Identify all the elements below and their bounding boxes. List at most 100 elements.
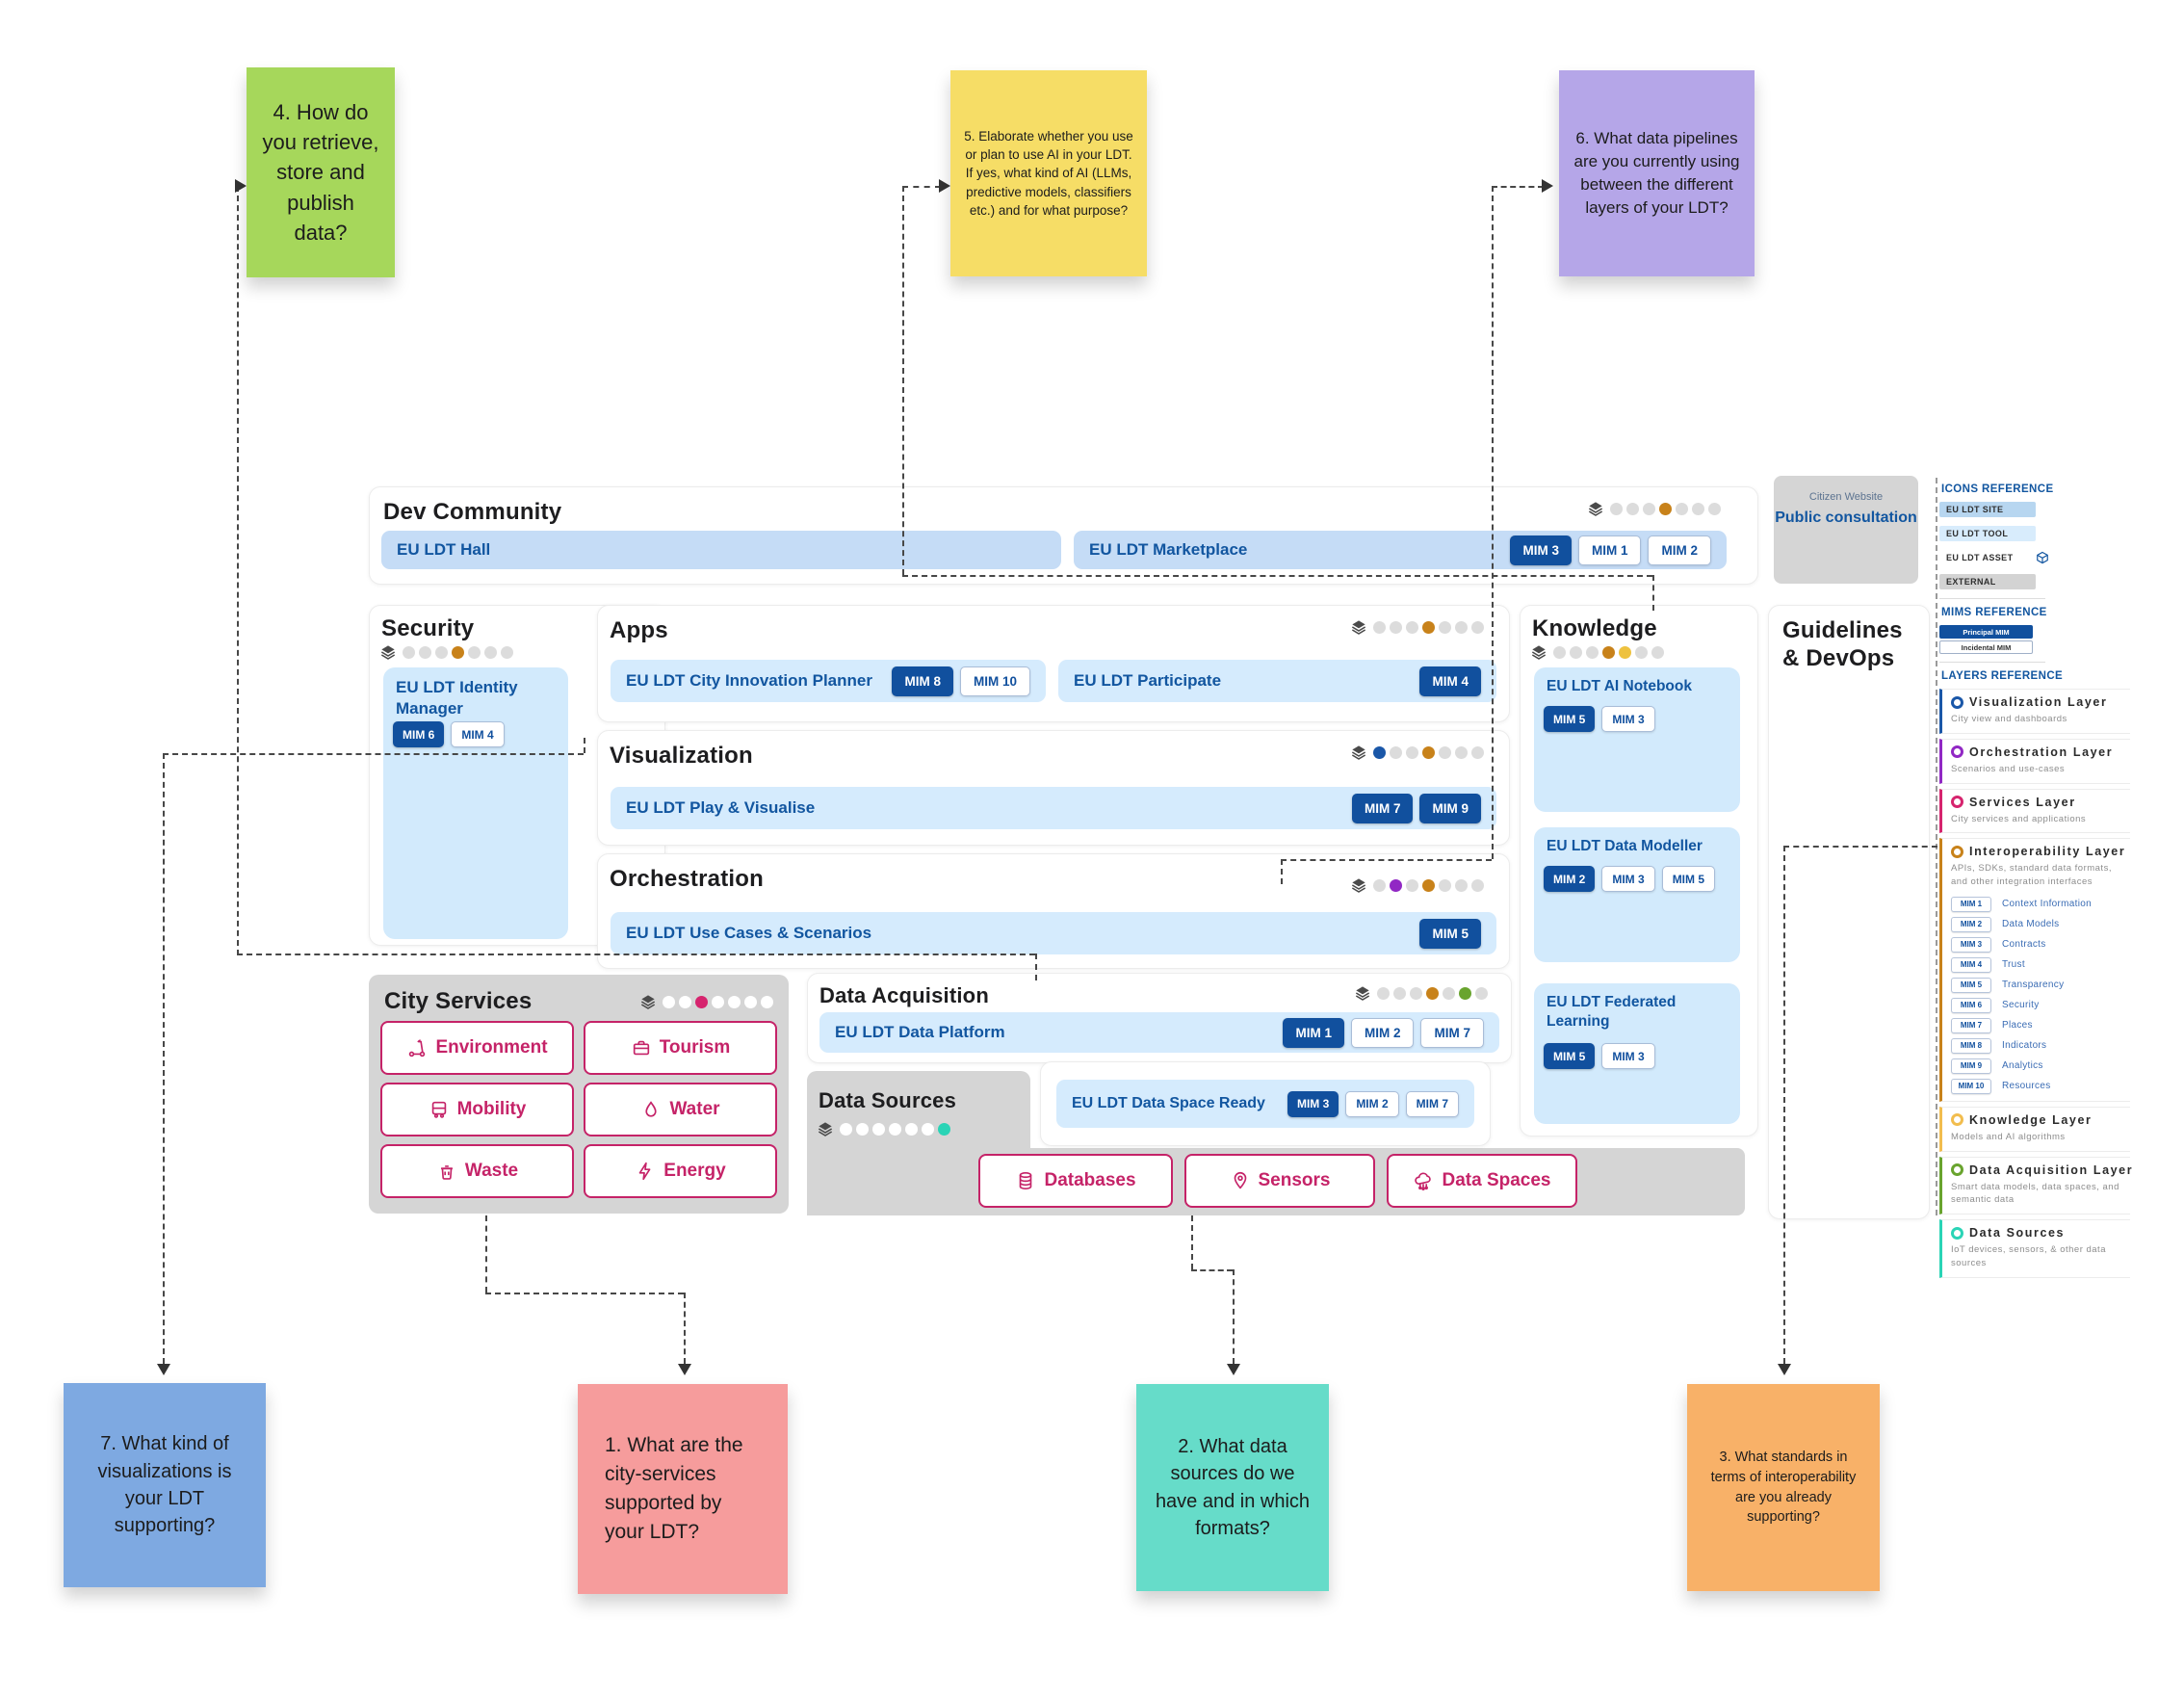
bar-label: EU LDT Participate <box>1074 671 1222 690</box>
sticky-note-7[interactable]: 7. What kind of visualizations is your L… <box>64 1383 266 1587</box>
layer-dot <box>1570 645 1582 659</box>
mim-badge[interactable]: MIM 3 <box>1601 1043 1655 1069</box>
layer-dot <box>403 645 415 659</box>
layer-desc: Models and AI algorithms <box>1951 1131 2066 1142</box>
city-services-card: City Services Environment Tourism Mobili… <box>369 975 789 1214</box>
mim-badge[interactable]: MIM 8 <box>892 666 953 696</box>
mim-badge[interactable]: MIM 7 <box>1351 793 1414 823</box>
layer-dot <box>468 645 481 659</box>
eu-ldt-hall-bar[interactable]: EU LDT Hall <box>381 531 1061 569</box>
mim-badge[interactable]: MIM 7 <box>1405 1090 1459 1117</box>
waste-button[interactable]: Waste <box>380 1144 574 1198</box>
droplet-icon <box>645 1101 658 1117</box>
sticky-note-3[interactable]: 3. What standards in terms of interopera… <box>1687 1384 1880 1591</box>
layer-dot <box>1439 878 1451 892</box>
mim-badge[interactable]: MIM 4 <box>1419 666 1481 696</box>
connector-note4-v <box>237 186 239 955</box>
mim-badge[interactable]: MIM 5 <box>1419 918 1481 949</box>
energy-button[interactable]: Energy <box>584 1144 777 1198</box>
knowledge-title: Knowledge <box>1532 615 1657 641</box>
mobility-button[interactable]: Mobility <box>380 1083 574 1136</box>
layer-dot <box>1373 745 1386 759</box>
public-consultation-box[interactable]: Citizen Website Public consultation <box>1774 476 1918 584</box>
mim-badge[interactable]: MIM 2 <box>1345 1090 1399 1117</box>
mim-badge[interactable]: MIM 7 <box>1420 1017 1484 1048</box>
mim-badge[interactable]: MIM 10 <box>959 666 1030 696</box>
mim-badge[interactable]: MIM 9 <box>1419 793 1481 823</box>
mim-reference-row: MIM 7 Places <box>1951 1017 2126 1033</box>
layer-dot <box>840 1122 852 1136</box>
sensors-button[interactable]: Sensors <box>1184 1154 1375 1208</box>
layer-dot <box>679 995 691 1008</box>
mim-badge[interactable]: MIM 5 <box>1544 706 1596 732</box>
mim-badge[interactable]: MIM 2 <box>1648 535 1711 565</box>
sticky-note-6[interactable]: 6. What data pipelines are you currently… <box>1559 70 1755 276</box>
layer-dot <box>1377 986 1390 1000</box>
layer-desc: Scenarios and use-cases <box>1951 763 2066 774</box>
layer-dot <box>1610 502 1623 515</box>
services-layer-dot <box>1951 796 1963 809</box>
mim-chip: MIM 7 <box>1951 1017 1991 1033</box>
mim-badge[interactable]: MIM 2 <box>1350 1017 1415 1048</box>
eu-ldt-asset-chip: EU LDT ASSET <box>1939 550 2053 565</box>
tourism-button[interactable]: Tourism <box>584 1021 777 1075</box>
button-label: Databases <box>1044 1170 1136 1190</box>
connector-note7-arrow <box>157 1364 170 1375</box>
mim-badge[interactable]: MIM 1 <box>1283 1017 1344 1048</box>
connector-note5-arrow <box>939 179 950 193</box>
layer-dot <box>1455 745 1468 759</box>
water-button[interactable]: Water <box>584 1083 777 1136</box>
layer-name: Knowledge Layer <box>1969 1112 2093 1127</box>
mim-badge[interactable]: MIM 3 <box>1601 866 1655 892</box>
mim-badge[interactable]: MIM 1 <box>1577 535 1642 565</box>
mim-badge[interactable]: MIM 4 <box>451 721 505 747</box>
briefcase-icon <box>633 1040 649 1056</box>
sticky-note-4[interactable]: 4. How do you retrieve, store and publis… <box>247 67 395 277</box>
mim-badge[interactable]: MIM 5 <box>1661 866 1716 892</box>
layer-entry-knowledge: Knowledge Layer Models and AI algorithms <box>1939 1106 2130 1152</box>
mim-badge[interactable]: MIM 3 <box>1510 535 1572 565</box>
layer-dot <box>1475 986 1488 1000</box>
layer-dot <box>1422 620 1435 634</box>
layer-dot <box>922 1122 934 1136</box>
connector-note5-h <box>902 575 1652 577</box>
layers-icon <box>1588 502 1603 516</box>
mim-badge[interactable]: MIM 3 <box>1601 706 1655 732</box>
sticky-note-1[interactable]: 1. What are the city-services supported … <box>578 1384 788 1594</box>
cloud-network-icon <box>1415 1172 1432 1190</box>
data-acquisition-card: Data Acquisition EU LDT Data Platform MI… <box>807 973 1512 1063</box>
data-spaces-button[interactable]: Data Spaces <box>1387 1154 1577 1208</box>
mim-badge[interactable]: MIM 6 <box>393 721 445 747</box>
sticky-note-5[interactable]: 5. Elaborate whether you use or plan to … <box>950 70 1147 276</box>
mim-name: Resources <box>2002 1081 2051 1092</box>
mim-badge[interactable]: MIM 5 <box>1544 1043 1596 1069</box>
connector-note6-arrow <box>1542 179 1553 193</box>
bar-label: EU LDT Data Space Ready <box>1072 1095 1265 1111</box>
scooter-icon <box>409 1039 426 1058</box>
mim-badge[interactable]: MIM 3 <box>1287 1090 1339 1117</box>
mim-badge[interactable]: MIM 2 <box>1544 866 1596 892</box>
layer-desc: Smart data models, data spaces, and sema… <box>1951 1181 2119 1206</box>
layer-name: Interoperability Layer <box>1969 845 2126 859</box>
layer-dot <box>501 645 513 659</box>
orchestration-card: Orchestration EU LDT Use Cases & Scenari… <box>597 853 1510 969</box>
participate-bar[interactable]: EU LDT Participate MIM 4 <box>1058 660 1496 702</box>
eu-ldt-tool-chip: EU LDT TOOL <box>1939 526 2036 541</box>
databases-button[interactable]: Databases <box>978 1154 1173 1208</box>
layers-icon <box>1355 986 1370 1001</box>
eu-ldt-site-chip: EU LDT SITE <box>1939 502 2036 517</box>
environment-button[interactable]: Environment <box>380 1021 574 1075</box>
use-cases-scenarios-bar[interactable]: EU LDT Use Cases & Scenarios MIM 5 <box>611 912 1496 954</box>
mim-name: Contracts <box>2002 939 2046 951</box>
sticky-note-2[interactable]: 2. What data sources do we have and in w… <box>1136 1384 1329 1591</box>
layer-dot <box>663 995 675 1008</box>
